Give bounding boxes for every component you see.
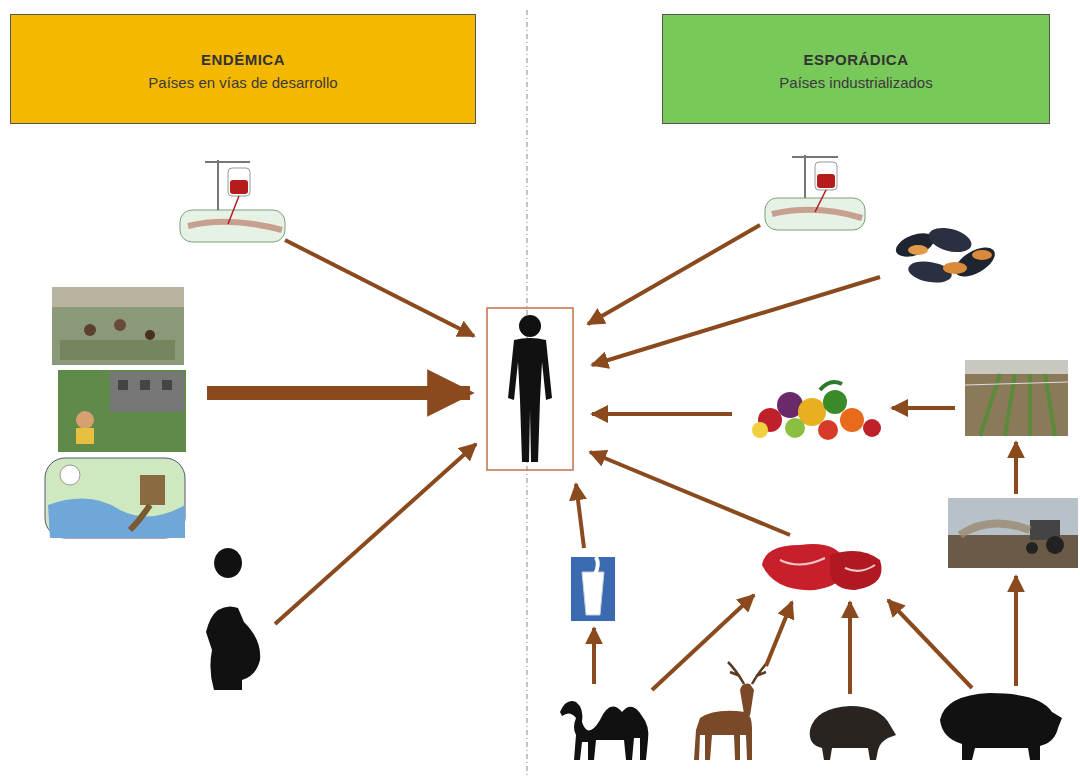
region-subtitle: Países industrializados: [779, 74, 932, 91]
human-frame: [487, 308, 573, 470]
region-subtitle: Países en vías de desarrollo: [148, 74, 337, 91]
vegetables-image: [752, 382, 881, 440]
region-header-box: ENDÉMICA Países en vías de desarrollo: [10, 14, 476, 124]
tractor-manure-image: [948, 498, 1078, 568]
region-title: ESPORÁDICA: [803, 51, 908, 68]
region-header-box: ESPORÁDICA Países industrializados: [662, 14, 1050, 124]
human-figure: [508, 315, 552, 462]
camel-silhouette: [560, 701, 648, 760]
milk-image: [571, 557, 615, 621]
crop-field-image: [965, 360, 1068, 436]
pig-silhouette: [940, 693, 1062, 760]
pregnant-woman-silhouette: [206, 548, 260, 690]
meat-image: [762, 544, 882, 590]
blood-transfusion-icon: [765, 155, 865, 230]
boar-silhouette: [810, 706, 896, 760]
region-title: ENDÉMICA: [201, 51, 285, 68]
contaminated-water-images: [45, 287, 186, 538]
blood-transfusion-icon: [180, 160, 285, 242]
transmission-arrows: [207, 225, 1016, 694]
mussels-image: [893, 224, 1000, 286]
deer-figure: [694, 662, 768, 760]
